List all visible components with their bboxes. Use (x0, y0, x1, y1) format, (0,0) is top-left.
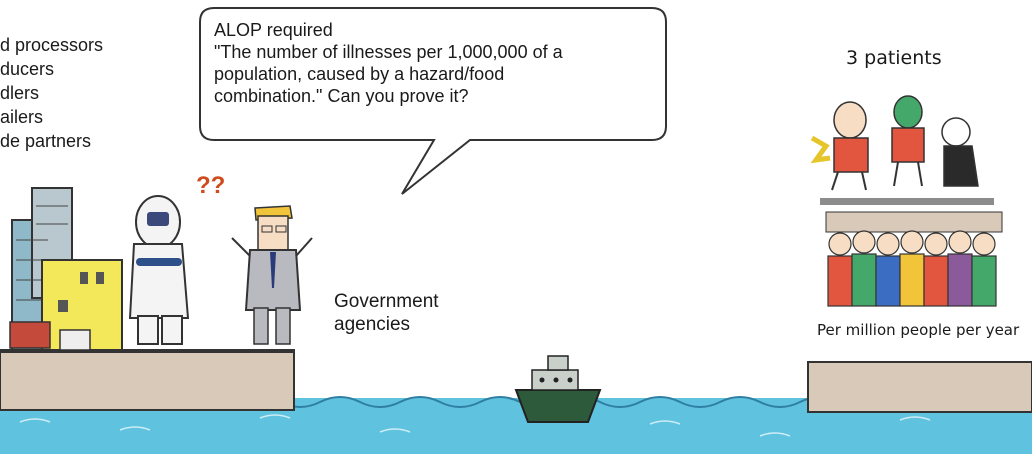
bubble-line: "The number of illnesses per 1,000,000 o… (214, 42, 563, 62)
patients-label: 3 patients (846, 47, 942, 69)
government-official (231, 205, 313, 345)
speech-bubble-text: ALOP required "The number of illnesses p… (214, 19, 563, 107)
government-label-line: agencies (334, 314, 411, 335)
crowd-illustration (825, 211, 1003, 307)
cargo-ship (514, 355, 602, 423)
bubble-line: population, caused by a hazard/food (214, 64, 505, 84)
list-item: d processors (0, 35, 104, 55)
suited-worker (128, 195, 190, 345)
patients-illustration (810, 95, 994, 205)
bubble-line: combination." Can you prove it? (214, 86, 469, 106)
list-item: dlers (0, 83, 40, 103)
left-dock (0, 349, 295, 411)
bubble-line: ALOP required (214, 20, 333, 40)
government-label: Government agencies (334, 290, 439, 336)
per-million-label: Per million people per year (817, 321, 1020, 339)
government-label-line: Government (334, 291, 439, 312)
factory-buildings (9, 187, 123, 351)
list-item: ailers (0, 107, 44, 127)
speech-bubble (199, 7, 667, 195)
supply-chain-list: d processors ducers dlers ailers de part… (0, 33, 103, 153)
list-item: ducers (0, 59, 55, 79)
question-marks: ?? (196, 172, 226, 199)
right-dock (807, 361, 1032, 413)
list-item: de partners (0, 131, 92, 151)
